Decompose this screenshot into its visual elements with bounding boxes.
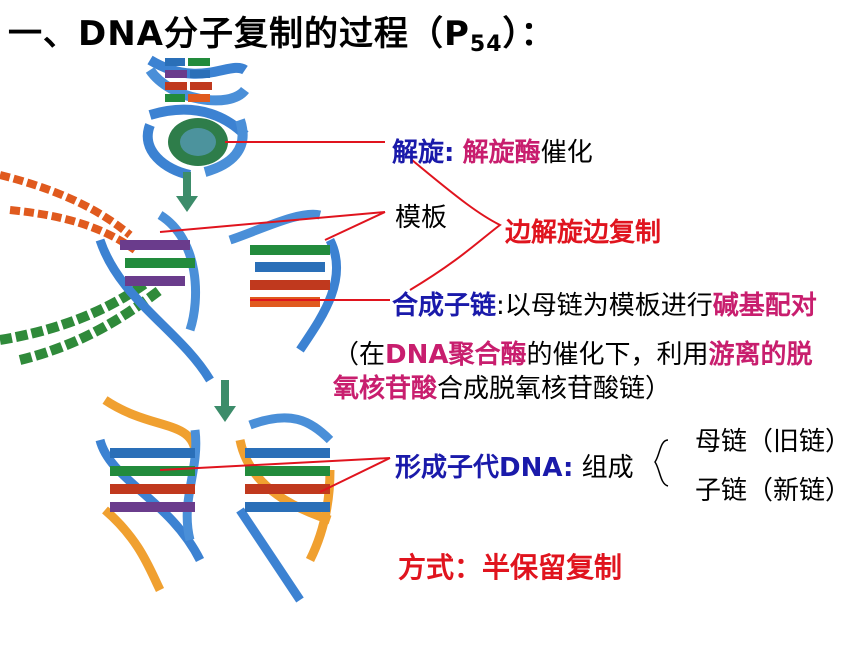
daughter-label: 形成子代DNA: 组成 bbox=[395, 453, 634, 483]
replication-fork bbox=[0, 171, 342, 383]
connector-lines bbox=[159, 141, 502, 493]
template-label: 模板 bbox=[395, 203, 448, 233]
brace-icon bbox=[654, 439, 669, 487]
daughter-helix-left bbox=[95, 396, 205, 593]
condition-line-2: 氧核苷酸合成脱氧核苷酸链） bbox=[333, 374, 672, 404]
side-note: 边解旋边复制 bbox=[505, 218, 662, 248]
down-arrow-icon bbox=[214, 380, 236, 422]
parent-strand-label: 母链（旧链） bbox=[695, 427, 852, 457]
child-strand-label: 子链（新链） bbox=[695, 476, 852, 506]
replication-mode: 方式：半保留复制 bbox=[398, 551, 623, 584]
synthesis-label: 合成子链:以母链为模板进行碱基配对 bbox=[392, 291, 817, 321]
daughter-helix-right bbox=[235, 413, 335, 603]
parent-helix bbox=[142, 55, 249, 180]
slide-title: 一、DNA分子复制的过程（P54）： bbox=[8, 14, 556, 57]
unwind-label: 解旋: 解旋酶催化 bbox=[392, 138, 593, 168]
condition-line-1: （在DNA聚合酶的催化下，利用游离的脱 bbox=[333, 340, 813, 370]
down-arrow-icon bbox=[176, 172, 198, 212]
